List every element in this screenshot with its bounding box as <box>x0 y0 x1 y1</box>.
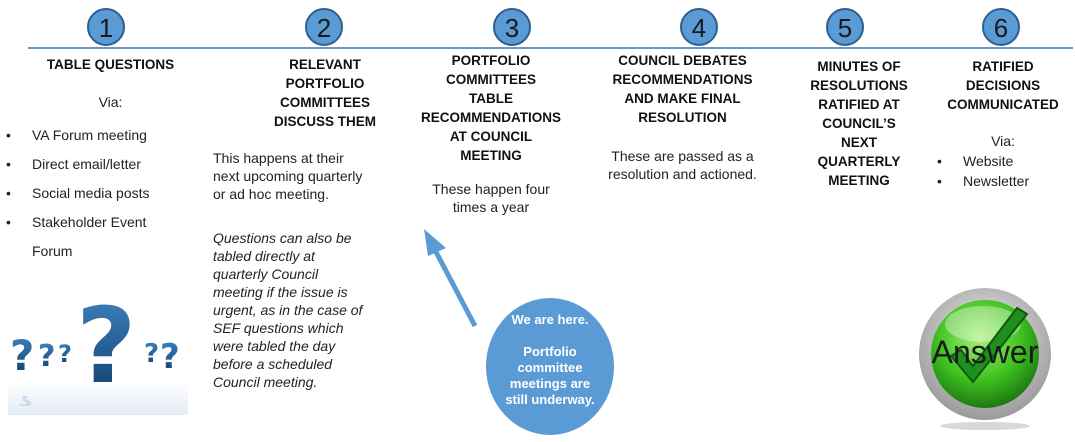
step-3-number: 3 <box>493 8 531 46</box>
answer-label: Answer <box>932 334 1039 370</box>
step-2: RELEVANT PORTFOLIO COMMITTEES DISCUSS TH… <box>230 55 420 131</box>
list-item: VA Forum meeting <box>6 121 150 150</box>
step-6: RATIFIED DECISIONS COMMUNICATED Via: <box>932 57 1074 150</box>
svg-text:?: ? <box>18 393 33 408</box>
step-4-title: COUNCIL DEBATES RECOMMENDATIONS AND MAKE… <box>612 53 753 125</box>
list-item: Website <box>937 151 1029 171</box>
step-3-description: These happen four times a year <box>432 181 550 215</box>
step-1: TABLE QUESTIONS Via: <box>28 55 193 110</box>
list-item-continuation: Forum <box>32 243 73 259</box>
svg-text:?: ? <box>38 339 55 374</box>
step-6-title: RATIFIED DECISIONS COMMUNICATED <box>947 59 1059 112</box>
step-4-description: These are passed as a resolution and act… <box>608 148 757 182</box>
svg-text:?: ? <box>144 339 159 369</box>
step-6-number: 6 <box>982 8 1020 46</box>
step-1-via: Via: <box>98 94 123 110</box>
question-marks-icon: ? ? ? ? ? ? ? <box>8 285 188 415</box>
step-2-number: 2 <box>305 8 343 46</box>
current-status-bubble: We are here. Portfolio committee meeting… <box>486 298 614 435</box>
step-2-note: Questions can also be tabled directly at… <box>213 230 363 390</box>
list-item: Stakeholder Event <box>6 208 150 237</box>
step-6-channel-list: Website Newsletter <box>937 151 1029 191</box>
list-item: Newsletter <box>937 171 1029 191</box>
svg-text:?: ? <box>58 340 72 368</box>
svg-text:?: ? <box>160 337 180 377</box>
list-item: Social media posts <box>6 179 149 208</box>
step-2-title: RELEVANT PORTFOLIO COMMITTEES DISCUSS TH… <box>273 57 376 129</box>
svg-text:?: ? <box>10 331 34 380</box>
timeline-line <box>28 47 1073 49</box>
step-3: PORTFOLIO COMMITTEES TABLE RECOMMENDATIO… <box>400 51 582 216</box>
step-6-via: Via: <box>991 133 1015 149</box>
step-4: COUNCIL DEBATES RECOMMENDATIONS AND MAKE… <box>595 51 770 183</box>
step-1-title: TABLE QUESTIONS <box>46 57 175 72</box>
step-5: MINUTES OF RESOLUTIONS RATIFIED AT COUNC… <box>790 57 928 190</box>
step-5-title: MINUTES OF RESOLUTIONS RATIFIED AT COUNC… <box>810 59 908 188</box>
step-1-number: 1 <box>87 8 125 46</box>
step-1-channel-list: VA Forum meeting Direct email/letter Soc… <box>6 121 150 266</box>
list-item: Direct email/letter <box>6 150 150 179</box>
answer-check-icon: Answer <box>919 288 1051 430</box>
svg-text:?: ? <box>76 285 136 407</box>
step-2-description: This happens at their next upcoming quar… <box>213 150 363 202</box>
step-4-number: 4 <box>680 8 718 46</box>
step-5-number: 5 <box>826 8 864 46</box>
step-3-title: PORTFOLIO COMMITTEES TABLE RECOMMENDATIO… <box>421 53 561 163</box>
